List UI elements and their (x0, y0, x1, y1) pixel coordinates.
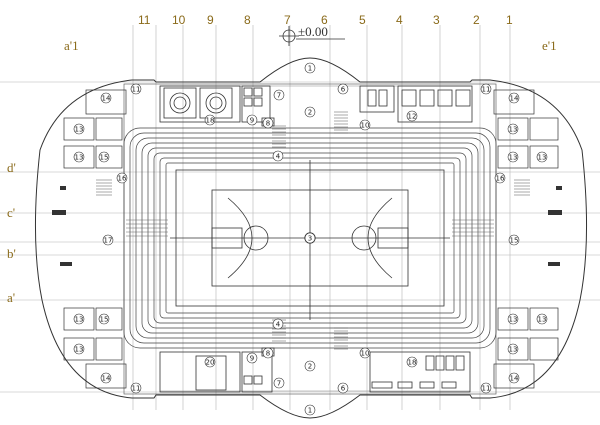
corner-rooms (63, 89, 559, 389)
elevation-label: ±0.00 (298, 24, 328, 39)
grid-label-9: 9 (207, 13, 214, 27)
row-label-d: d' (7, 160, 16, 175)
grid-column-labels: 11 10 9 8 7 6 5 4 3 2 1 (138, 13, 513, 27)
room-13-b: 13 (75, 154, 84, 162)
stair-court-left (126, 219, 168, 237)
room-13-a: 13 (75, 126, 84, 134)
room-10-top: 10 (361, 122, 370, 130)
stairs (96, 111, 530, 350)
room-15-c: 15 (510, 237, 519, 245)
room-16-right: 16 (496, 175, 505, 183)
horizontal-grid-lines (0, 81, 600, 393)
room-4-top: 4 (276, 153, 281, 161)
grid-label-3: 3 (433, 13, 440, 27)
grid-label-2: 2 (473, 13, 480, 27)
room-13-i: 13 (538, 154, 547, 162)
grid-label-1: 1 (506, 13, 513, 27)
stair-court-right (452, 219, 494, 237)
room-4-bottom: 4 (276, 321, 281, 329)
room-12: 12 (408, 113, 417, 121)
grid-label-8: 8 (244, 13, 251, 27)
room-11-tl: 11 (132, 86, 141, 94)
room-13-d: 13 (509, 154, 518, 162)
stair-bottom-right (334, 327, 348, 350)
room-1-bottom: 1 (308, 407, 312, 415)
room-13-e: 13 (75, 316, 84, 324)
grid-label-7: 7 (284, 13, 291, 27)
stair-top-right (334, 111, 348, 134)
room-7-top: 7 (277, 92, 281, 100)
grid-label-10: 10 (172, 13, 186, 27)
room-8-bottom: 8 (266, 350, 270, 358)
row-label-a: a' (7, 290, 15, 305)
stair-top-left (272, 125, 286, 148)
room-16-left: 16 (118, 175, 127, 183)
row-label-c: c' (7, 205, 15, 220)
room-15-a: 15 (100, 154, 109, 162)
room-7-bottom: 7 (277, 380, 281, 388)
grid-label-6: 6 (321, 13, 328, 27)
room-14-c: 14 (510, 95, 519, 103)
room-2-top: 2 (308, 109, 312, 117)
room-8-top: 8 (266, 120, 270, 128)
row-label-b: b' (7, 246, 16, 261)
room-10-bottom: 10 (361, 350, 370, 358)
room-17: 17 (104, 237, 113, 245)
room-14-b: 14 (102, 375, 111, 383)
room-13-g: 13 (509, 316, 518, 324)
grid-label-5: 5 (359, 13, 366, 27)
room-11-tr: 11 (482, 86, 491, 94)
room-13-c: 13 (509, 126, 518, 134)
grid-label-4: 4 (396, 13, 403, 27)
room-6-top: 6 (341, 86, 346, 94)
stair-right-side (514, 179, 530, 196)
room-18-bottom: 18 (408, 359, 417, 367)
room-2-bottom: 2 (308, 363, 312, 371)
room-9-bottom: 9 (250, 355, 254, 363)
room-13-j: 13 (538, 316, 547, 324)
room-tags (73, 62, 548, 416)
vertical-grid-lines (132, 25, 511, 410)
stair-left-side (96, 179, 112, 196)
row-label-a1: a'1 (64, 38, 79, 53)
grid-row-labels: a'1 e'1 d' c' b' a' (7, 38, 557, 305)
room-1-top: 1 (308, 65, 312, 73)
elevation-marker: ±0.00 (279, 24, 345, 46)
room-14-d: 14 (510, 375, 519, 383)
bottom-rooms (159, 347, 471, 393)
room-3-center: 3 (308, 235, 312, 243)
room-13-h: 13 (509, 346, 518, 354)
room-11-br: 11 (482, 385, 491, 393)
room-18-top: 18 (206, 117, 215, 125)
room-13-f: 13 (75, 346, 84, 354)
room-11-bl: 11 (132, 385, 141, 393)
room-20: 20 (206, 359, 215, 367)
equipment-marks (52, 186, 562, 266)
room-14-a: 14 (102, 95, 111, 103)
room-15-b: 15 (100, 316, 109, 324)
grid-label-11: 11 (138, 13, 151, 27)
room-6-bottom: 6 (341, 385, 346, 393)
row-label-e1: e'1 (542, 38, 557, 53)
room-9-top: 9 (250, 117, 254, 125)
room-tag-labels: 1 1 2 2 3 4 4 6 6 7 7 8 8 9 9 10 10 11 1… (75, 65, 547, 415)
